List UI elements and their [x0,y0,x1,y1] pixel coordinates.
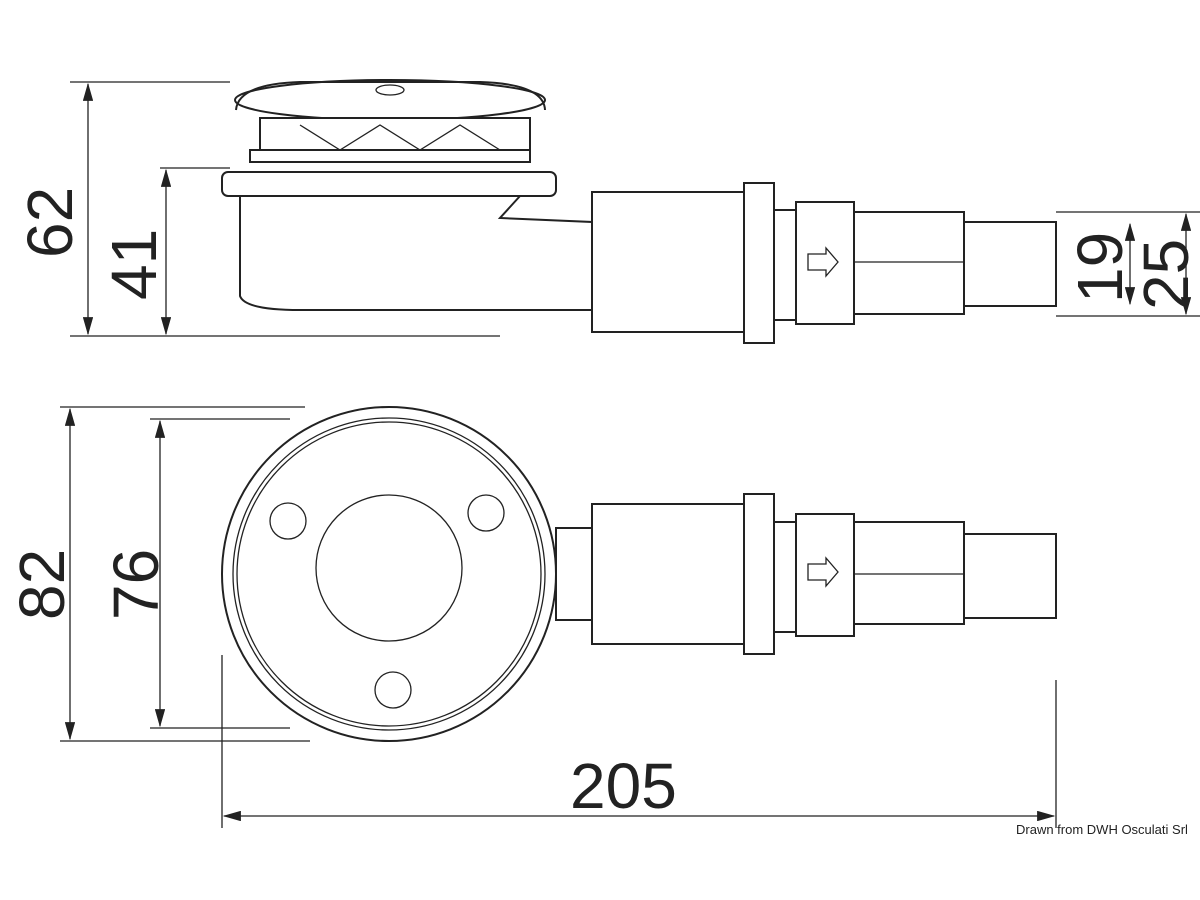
top-view [60,406,1057,828]
dim-25: 25 [1130,239,1200,310]
side-view [70,79,1200,344]
dim-41: 41 [98,229,170,300]
dim-19: 19 [1064,232,1136,303]
dim-76: 76 [100,549,172,620]
dim-62: 62 [14,187,86,258]
dim-205: 205 [570,750,677,822]
source-caption: Drawn from DWH Osculati Srl [1016,822,1188,837]
dim-82: 82 [6,549,78,620]
